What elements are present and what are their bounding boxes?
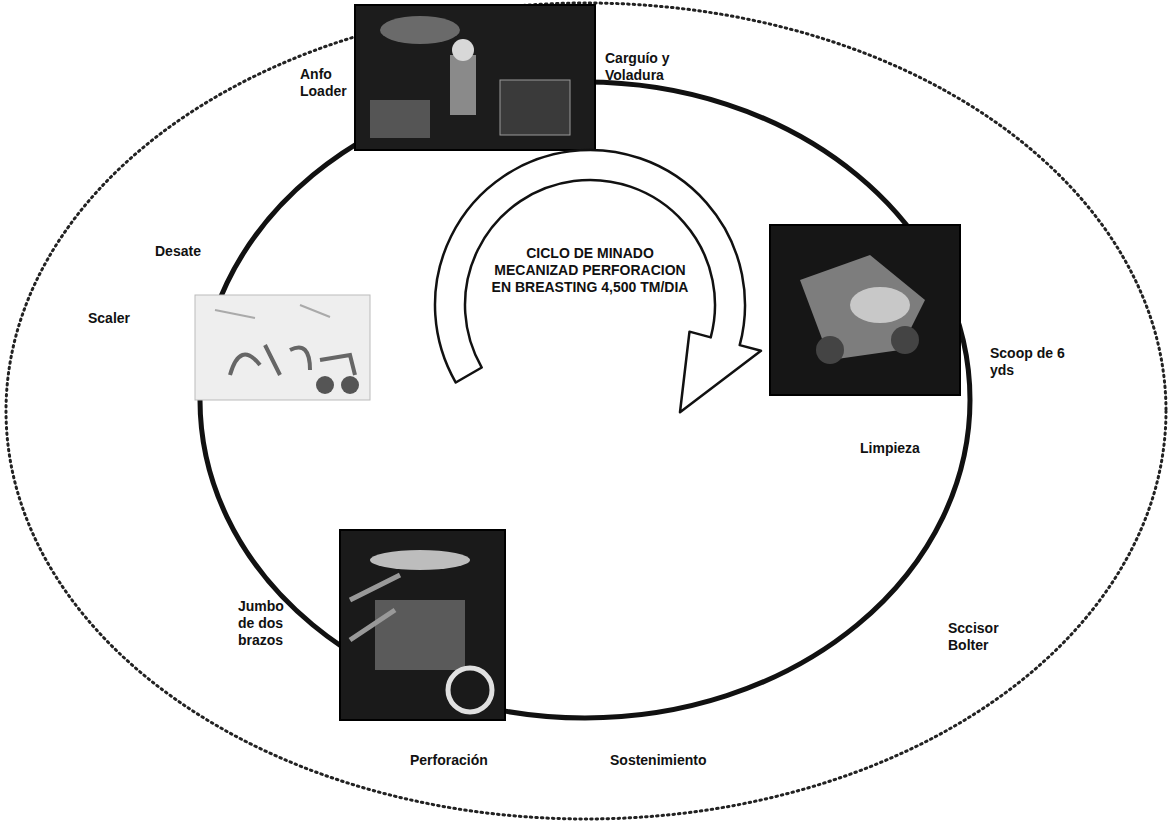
photo-detail [370, 100, 430, 138]
photo-detail [450, 55, 476, 115]
step-label: Sostenimiento [610, 752, 740, 769]
photo-detail [500, 80, 570, 135]
photo-frame [770, 225, 960, 395]
photo-detail [350, 575, 400, 640]
step-label: Carguío y Voladura [605, 50, 687, 84]
photo-detail [891, 326, 919, 354]
photo-detail [215, 305, 330, 318]
photo-detail [230, 345, 355, 375]
photo-jumbo [340, 530, 505, 720]
photo-detail [375, 600, 465, 670]
cycle-arrow: CICLO DE MINADO MECANIZAD PERFORACION EN… [380, 95, 800, 515]
step-label: Jumbo de dos brazos [238, 598, 300, 649]
cycle-title: CICLO DE MINADO MECANIZAD PERFORACION EN… [490, 245, 690, 296]
photo-detail [370, 550, 470, 570]
step-label: Perforación [410, 752, 520, 769]
arrow-shape [380, 95, 800, 515]
photo-frame [340, 530, 505, 720]
step-label: Desate [155, 243, 225, 260]
step-label: Scaler [88, 310, 158, 327]
photo-detail [816, 336, 844, 364]
photo-detail [850, 287, 910, 323]
circular-arrow [435, 150, 761, 412]
outer-dotted-ellipse [6, 3, 1166, 819]
photo-charging [355, 5, 595, 150]
step-label: Sccisor Bolter [948, 620, 1018, 654]
photo-detail [316, 376, 334, 394]
photo-detail [448, 668, 492, 712]
step-label: Anfo Loader [300, 66, 360, 100]
photo-scaler [195, 295, 370, 400]
photo-detail [341, 376, 359, 394]
step-label: Scoop de 6 yds [990, 345, 1070, 379]
photo-frame [195, 295, 370, 400]
step-label: Limpieza [860, 440, 935, 457]
photo-detail [380, 16, 460, 44]
photo-scoop [770, 225, 960, 395]
photo-frame [355, 5, 595, 150]
photo-detail [452, 39, 474, 61]
